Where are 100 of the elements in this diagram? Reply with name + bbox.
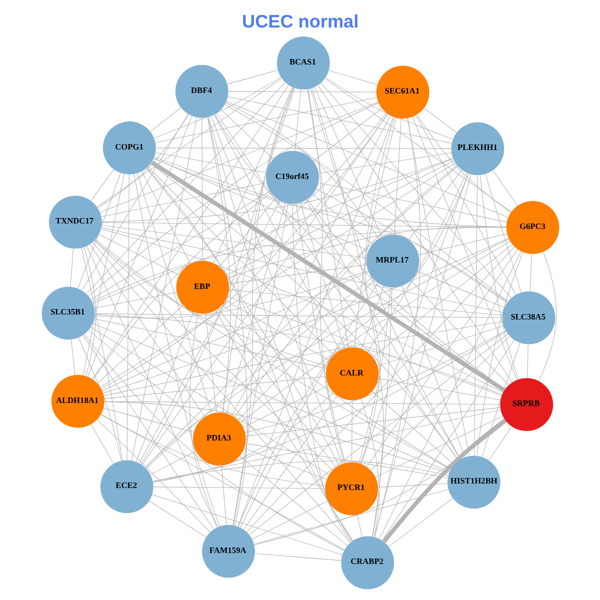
connector	[218, 308, 336, 468]
connector	[154, 152, 266, 173]
connector	[242, 385, 328, 428]
connector	[140, 88, 295, 465]
connector	[320, 82, 511, 298]
connector	[135, 312, 193, 462]
connector	[351, 400, 352, 463]
connector	[100, 414, 344, 550]
connector	[141, 171, 190, 264]
connector	[318, 152, 452, 174]
connector	[488, 426, 512, 460]
connector	[96, 419, 210, 532]
connector	[147, 166, 334, 356]
connector	[90, 169, 114, 201]
connector	[151, 494, 342, 556]
connector	[100, 182, 266, 218]
connector	[382, 418, 506, 543]
connector	[253, 489, 448, 544]
connector	[90, 326, 329, 475]
connector	[153, 158, 368, 251]
connector	[88, 102, 378, 296]
connector	[90, 424, 114, 464]
connector	[228, 91, 376, 92]
connector	[70, 248, 74, 288]
connector	[324, 78, 511, 212]
connector	[222, 88, 294, 414]
connector	[360, 117, 394, 464]
connector	[243, 395, 337, 530]
connector	[103, 376, 326, 399]
connector	[70, 339, 75, 376]
connector	[96, 305, 183, 384]
connector	[406, 118, 469, 456]
connector	[100, 414, 325, 486]
connector	[150, 450, 196, 475]
connector	[152, 331, 506, 483]
connector	[214, 310, 353, 541]
connector	[370, 336, 510, 470]
connector	[318, 182, 507, 222]
connector	[218, 198, 276, 267]
connector	[324, 78, 452, 140]
connector	[416, 271, 504, 308]
connector	[371, 391, 454, 465]
connector	[154, 97, 377, 143]
connector	[360, 286, 384, 350]
connector	[93, 318, 326, 369]
connector	[246, 246, 514, 532]
connector	[148, 500, 206, 538]
connector	[94, 270, 368, 318]
connector	[155, 148, 451, 149]
connector	[526, 344, 528, 378]
connector	[152, 410, 500, 482]
connector	[154, 156, 508, 302]
connector	[144, 238, 509, 468]
connector	[232, 87, 293, 526]
connector	[240, 240, 510, 423]
connector	[101, 272, 368, 391]
connector	[232, 203, 288, 526]
connector	[100, 114, 388, 390]
connector	[138, 200, 280, 464]
connector	[101, 158, 452, 222]
connector	[96, 78, 282, 208]
connector	[328, 70, 377, 85]
connector	[227, 96, 452, 144]
connector	[154, 76, 281, 138]
connector	[484, 174, 521, 293]
connector	[238, 174, 468, 528]
connector	[226, 296, 502, 396]
connector	[358, 287, 390, 464]
connector	[240, 282, 378, 528]
connector	[416, 114, 510, 213]
connector	[94, 240, 327, 367]
connector	[381, 340, 514, 541]
connector	[94, 292, 176, 308]
connector	[90, 190, 270, 300]
connector	[412, 116, 517, 380]
connector	[97, 114, 188, 208]
connector	[401, 286, 465, 458]
connector	[89, 244, 204, 418]
connector	[100, 227, 503, 313]
connector	[372, 287, 392, 537]
connector	[377, 483, 448, 488]
connector	[189, 313, 218, 528]
connector	[216, 113, 458, 461]
connector	[374, 174, 471, 538]
connector	[378, 378, 500, 400]
connector	[315, 188, 507, 304]
connector	[92, 242, 350, 543]
connector	[234, 165, 457, 418]
connector	[81, 114, 188, 291]
connector	[86, 82, 285, 294]
connector	[133, 174, 220, 527]
connector	[231, 115, 390, 416]
connector	[77, 172, 120, 289]
connector	[224, 104, 508, 302]
connector	[94, 239, 450, 470]
connector	[94, 313, 502, 318]
connector	[104, 401, 449, 474]
connector	[292, 204, 351, 542]
connector	[317, 85, 512, 383]
connector	[98, 234, 179, 276]
